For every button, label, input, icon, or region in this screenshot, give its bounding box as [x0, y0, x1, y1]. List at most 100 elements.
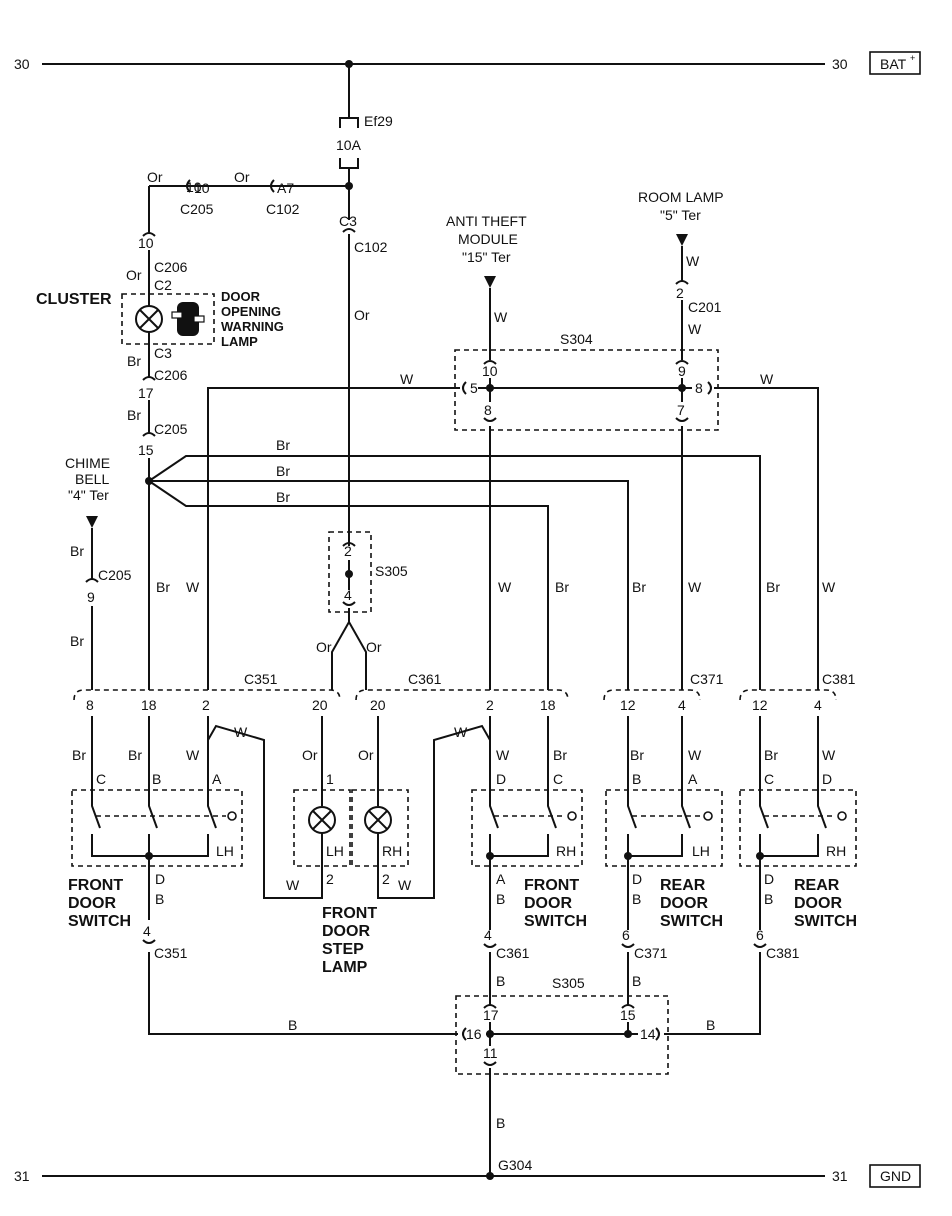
wire-color: W [688, 579, 702, 595]
pin-10: 10 [194, 180, 210, 196]
c351-pin: 2 [202, 697, 210, 713]
wire-color: B [706, 1017, 715, 1033]
front-right-label-1: FRONT [524, 877, 579, 894]
step-lamp-rh-box [351, 789, 409, 867]
connector-icon [483, 943, 497, 948]
c351-pin: 18 [141, 697, 157, 713]
drop-wires [91, 716, 819, 806]
rail-31-left: 31 [14, 1168, 30, 1184]
connector-c381: C381 [822, 671, 856, 687]
wire-color: B [496, 1115, 505, 1131]
c381-pin: 4 [814, 697, 822, 713]
fuse-rating: 10A [336, 137, 362, 153]
wire-color: B [288, 1017, 297, 1033]
connector-c361-row [355, 689, 569, 701]
fuse-top-icon [339, 117, 359, 128]
connector-c371: C371 [690, 671, 724, 687]
switch-pin: D [764, 871, 774, 887]
anti-theft-line1: ANTI THEFT [446, 213, 527, 229]
connector-icon [462, 381, 467, 395]
step-lamp-label-2: DOOR [322, 923, 370, 940]
c361-pin: 2 [486, 697, 494, 713]
connector-icon [462, 1027, 467, 1041]
wire-color: Br [70, 633, 84, 649]
s305b-pin17: 17 [483, 1007, 499, 1023]
lh-label: LH [216, 843, 234, 859]
anti-theft-line2: MODULE [458, 231, 518, 247]
wire-color: W [688, 321, 702, 337]
wire-color: Or [126, 267, 142, 283]
switch-pin: A [496, 871, 506, 887]
rear-right-label-3: SWITCH [794, 913, 857, 930]
fuse-id: Ef29 [364, 113, 393, 129]
rear-right-switch-box [739, 789, 857, 867]
chime-line1: CHIME [65, 455, 110, 471]
junction-dot [486, 384, 494, 392]
wire-color: Or [354, 307, 370, 323]
connector-icon [483, 1061, 497, 1066]
rail-31-right: 31 [832, 1168, 848, 1184]
bottom-pin: 4 [143, 923, 151, 939]
wire-color: W [234, 724, 248, 740]
wire-color: W [186, 747, 200, 763]
front-left-switch-box [71, 789, 243, 867]
wire-w-step-lh [207, 724, 323, 899]
pin-10b: 10 [138, 235, 154, 251]
pin-17: 17 [138, 385, 154, 401]
rh-label: RH [826, 843, 846, 859]
junction-dot [486, 1172, 494, 1180]
wire-color: Br [764, 747, 778, 763]
switch-pin: A [688, 771, 698, 787]
step-lamp-lh-box [293, 789, 351, 867]
bat-box [869, 51, 921, 75]
chime-arrow-icon [86, 516, 98, 528]
connector-icon [483, 1004, 497, 1009]
switch-pin: D [632, 871, 642, 887]
c361-pin: 20 [370, 697, 386, 713]
connector-icon [142, 376, 156, 381]
rear-left-switch-contacts-icon [624, 790, 713, 930]
connector-icon [483, 417, 497, 422]
s305-pin2: 2 [344, 543, 352, 559]
s304-pin8b: 8 [484, 402, 492, 418]
wire-color: B [496, 973, 505, 989]
connector-icon [675, 360, 689, 365]
rail-30-right: 30 [832, 56, 848, 72]
wire-color: W [760, 371, 774, 387]
pin-c3: C3 [339, 213, 357, 229]
switch-pin: B [496, 891, 505, 907]
s304-pin5: 5 [470, 380, 478, 396]
lh-label: LH [326, 843, 344, 859]
door-warn-line2: OPENING [221, 304, 281, 319]
wire-color: Br [276, 437, 290, 453]
s305-pin4: 4 [344, 587, 352, 603]
cluster-label: CLUSTER [36, 291, 112, 308]
connector-c102: C102 [266, 201, 300, 217]
wire-color: W [286, 877, 300, 893]
wire-color: B [632, 973, 641, 989]
switch-pin: B [155, 891, 164, 907]
connector-icon [342, 542, 356, 547]
connector-icon [142, 939, 156, 944]
rh-label: RH [382, 843, 402, 859]
connector-icon [142, 232, 156, 237]
connector-c2: C2 [154, 277, 172, 293]
connector-icon [483, 360, 497, 365]
connector-c361: C361 [408, 671, 442, 687]
junction-dot [678, 384, 686, 392]
chime-line3: "4" Ter [68, 487, 109, 503]
wire-color: Br [70, 543, 84, 559]
connector-icon [707, 381, 712, 395]
wire-color: W [496, 747, 510, 763]
s304-pin7: 7 [677, 402, 685, 418]
lamp-cross [368, 810, 388, 830]
rear-right-label-1: REAR [794, 877, 840, 894]
door-warn-line1: DOOR [221, 289, 261, 304]
connector-c201: C201 [688, 299, 722, 315]
wire-color: W [688, 747, 702, 763]
wire-br-rear-right [148, 455, 761, 690]
rear-right-switch-contacts-icon [756, 790, 847, 930]
connector-icon [655, 1027, 660, 1041]
step-lamp-label-3: STEP [322, 941, 364, 958]
